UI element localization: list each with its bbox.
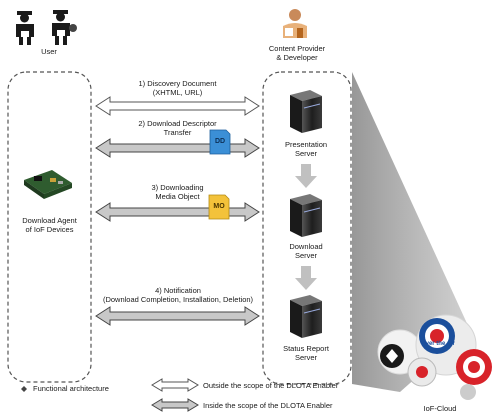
message-4-line2: (Download Completion, Installation, Dele…	[102, 295, 254, 304]
legend-bullet-icon	[21, 386, 27, 392]
user-label: User	[41, 47, 57, 56]
download-server-icon	[290, 194, 322, 237]
legend-inside-arrow	[151, 398, 199, 412]
message-4-line1: 4) Notification	[155, 286, 201, 295]
dd-tag-icon	[209, 129, 231, 155]
legend-outside-arrow	[151, 378, 199, 392]
agent-label-line2: of IoF Devices	[25, 225, 74, 234]
presentation-server-label-line1: Presentation	[284, 140, 328, 149]
down-arrow-2-icon	[295, 266, 317, 290]
legend-outside-label: Outside the scope of the DLOTA Enabler	[203, 381, 339, 390]
message-3-line1: 3) Downloading	[151, 183, 204, 192]
provider-label-line1: Content Provider	[268, 44, 326, 53]
status-server-label-line1: Status Report	[283, 344, 329, 353]
arrow-1-discovery	[95, 96, 260, 116]
arrow-2-descriptor	[95, 138, 260, 158]
message-2-line2: Transfer	[163, 128, 192, 137]
legend-inside-label: Inside the scope of the DLOTA Enabler	[203, 401, 333, 410]
user-icon	[16, 10, 77, 45]
content-provider-icon	[283, 9, 307, 38]
dd-tag-label: DD	[214, 137, 226, 145]
message-1-line1: 1) Discovery Document	[138, 79, 217, 88]
arrow-4-notification	[95, 306, 260, 326]
cloud-projection-shadow	[352, 72, 470, 392]
message-3-line2: Media Object	[155, 192, 200, 201]
agent-label-line1: Download Agent	[22, 216, 77, 225]
provider-label-line2: & Developer	[276, 53, 318, 62]
arrow-3-media	[95, 202, 260, 222]
over-the-air-label: Over the Air	[420, 341, 456, 347]
legend-functional-label: Functional architecture	[33, 384, 109, 393]
iof-cloud-label: IoF-Cloud	[423, 404, 457, 413]
download-server-label-line1: Download	[289, 242, 323, 251]
download-server-label-line2: Server	[294, 251, 318, 260]
message-1-line2: (XHTML, URL)	[152, 88, 203, 97]
agent-box	[7, 71, 92, 383]
device-board-icon	[24, 170, 72, 199]
mo-tag-icon	[208, 194, 230, 220]
iof-cloud-icon	[377, 314, 492, 400]
mo-tag-label: MO	[213, 202, 225, 210]
presentation-server-label-line2: Server	[294, 149, 318, 158]
message-2-line1: 2) Download Descriptor	[138, 119, 217, 128]
status-server-label-line2: Server	[294, 353, 318, 362]
down-arrow-1-icon	[295, 164, 317, 188]
presentation-server-icon	[290, 90, 322, 133]
status-report-server-icon	[290, 295, 322, 338]
